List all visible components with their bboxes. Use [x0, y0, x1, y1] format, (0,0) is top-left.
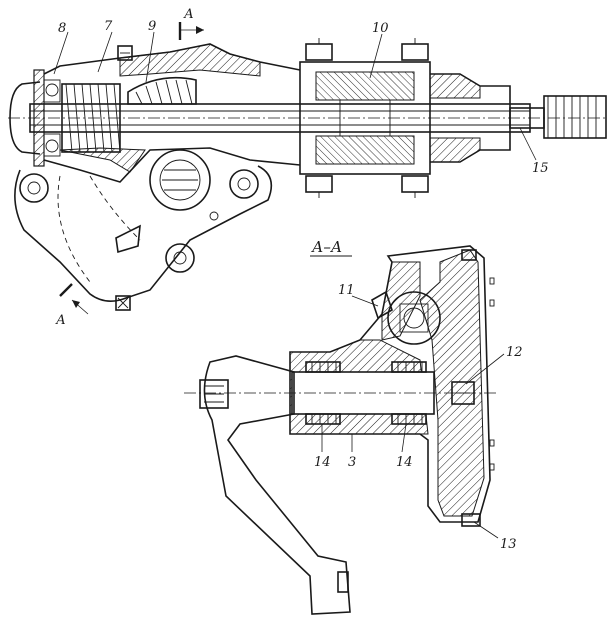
- callout-10: 10: [372, 21, 389, 36]
- callout-7: 7: [104, 19, 113, 34]
- drain-plug: [115, 295, 131, 311]
- sector-shaft: [149, 149, 211, 211]
- worm: [61, 83, 121, 153]
- callout-8: 8: [58, 21, 66, 36]
- end-cap: [9, 81, 41, 155]
- callout-14-right: 14: [396, 455, 413, 470]
- callout-3: 3: [348, 455, 356, 470]
- arm-nut: [199, 379, 229, 409]
- cover-bolt: [461, 513, 481, 527]
- end-cover-plate: [33, 69, 45, 167]
- mount-hole-bottom: [165, 243, 195, 273]
- pitman-arm: [199, 355, 351, 615]
- cut-mark-bottom: А: [55, 313, 66, 328]
- mount-hole-right: [229, 169, 259, 199]
- top-bolt: [117, 45, 133, 61]
- bearing-left: [43, 79, 61, 157]
- bearing-left-aa: [305, 361, 341, 373]
- callout-11: 11: [338, 283, 355, 298]
- section-housing: [289, 245, 491, 523]
- section-view-aa: [184, 245, 505, 615]
- control-valve: [299, 38, 431, 198]
- bearing-right-aa: [391, 361, 427, 373]
- input-shaft: [29, 103, 531, 133]
- callout-15: 15: [532, 161, 549, 176]
- section-cut-bottom: [59, 283, 89, 315]
- top-view: [8, 22, 607, 315]
- sector-housing: [14, 149, 273, 311]
- section-title: А–А: [311, 238, 342, 256]
- cut-mark-top: А: [183, 7, 194, 22]
- callout-14-left: 14: [314, 455, 331, 470]
- callout-12: 12: [506, 345, 523, 360]
- small-bolt: [371, 290, 393, 320]
- housing-upper-wall: [119, 43, 261, 77]
- callout-9: 9: [148, 19, 156, 34]
- section-cut-top: [178, 22, 204, 40]
- mount-hole-left: [19, 173, 49, 203]
- steering-shaft-end: [509, 95, 607, 139]
- callout-13: 13: [500, 537, 517, 552]
- roller: [127, 76, 197, 105]
- housing-lower-edge: [43, 147, 301, 183]
- worm-cross-section: [387, 291, 441, 345]
- housing-lower-wall: [59, 147, 146, 173]
